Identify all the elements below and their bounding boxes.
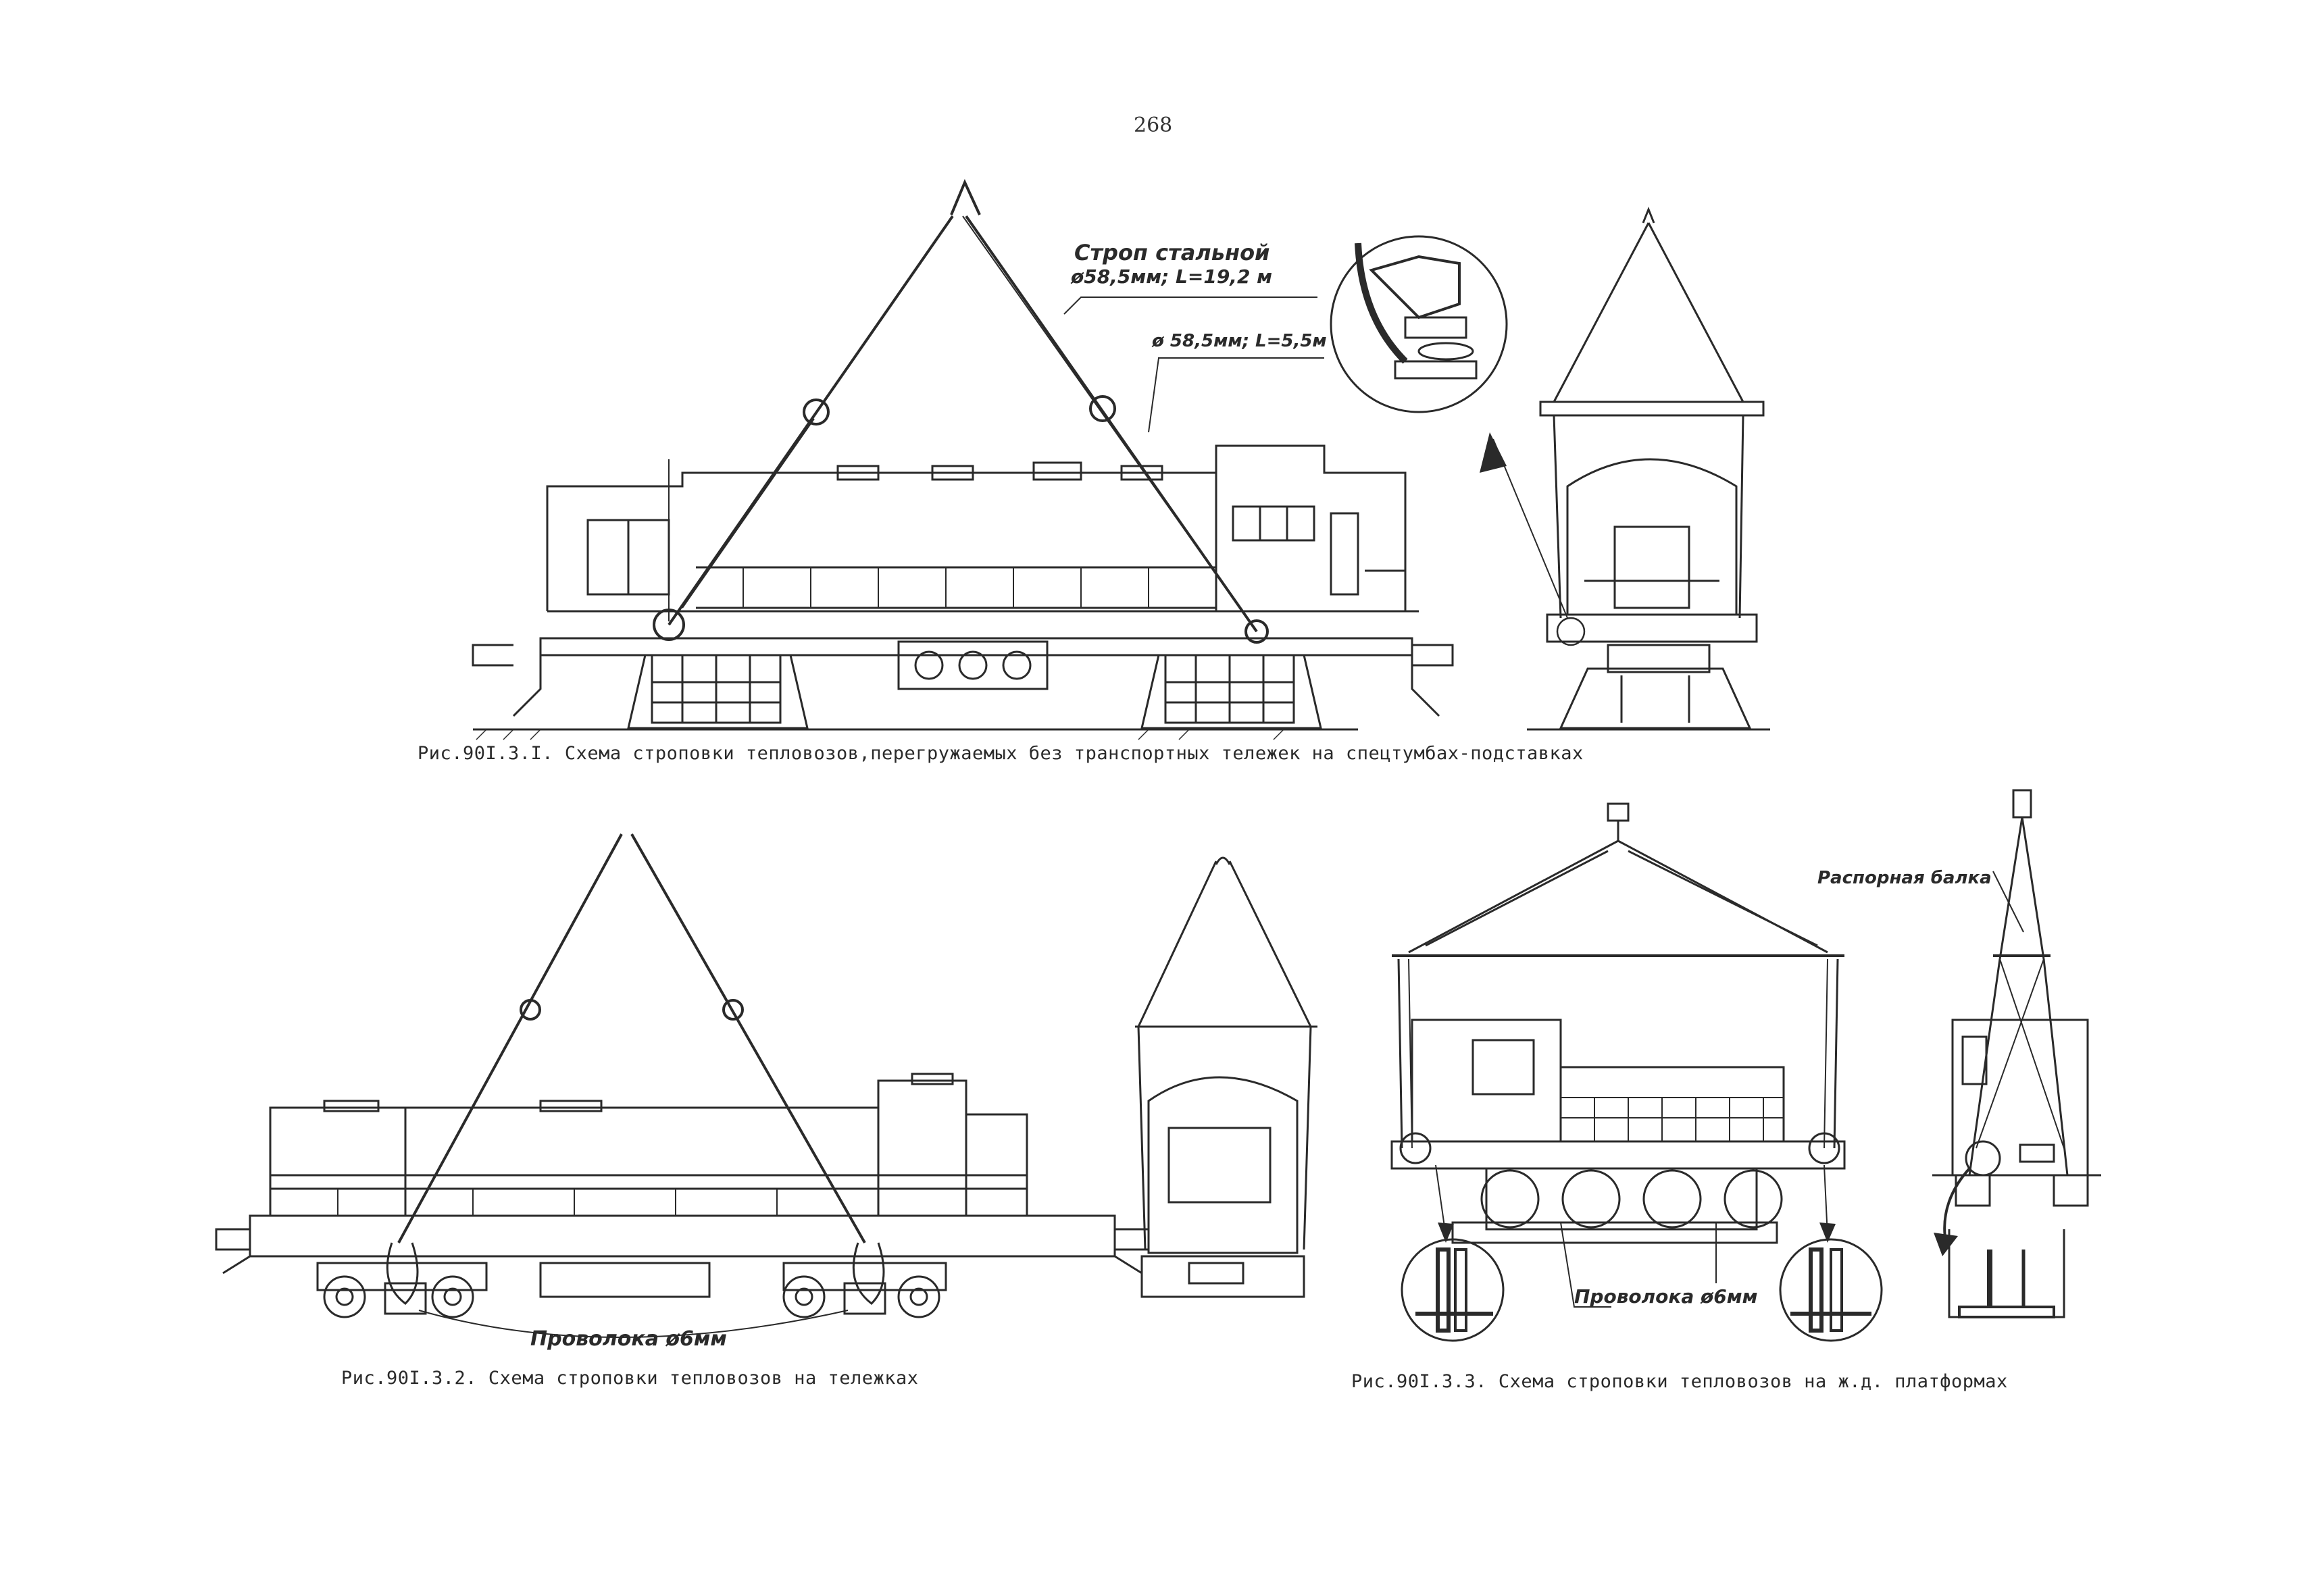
fig2-caption: Рис.90I.3.2. Схема строповки тепловозов … xyxy=(341,1368,919,1389)
fig1-end-slings[interactable] xyxy=(1554,209,1743,618)
fig3-end-detail xyxy=(1949,1229,2064,1317)
page-number: 268 xyxy=(1134,113,1173,137)
fig2-side-view xyxy=(216,834,1149,1337)
fig3-wire-callout: Проволока ø6мм xyxy=(1574,1285,1758,1308)
fig1-sling-callout-line2: ø58,5мм; L=19,2 м xyxy=(1071,265,1273,288)
fig1-short-sling-callout: ø 58,5мм; L=5,5м xyxy=(1152,331,1327,351)
fig1-caption: Рис.90I.3.I. Схема строповки тепловозов,… xyxy=(418,743,1584,764)
fig3-spreader-slings[interactable] xyxy=(1392,804,1844,1148)
fig1-pedestal-right xyxy=(1142,655,1321,728)
fig3-side-view xyxy=(1392,804,1882,1341)
fig2-wire-callout: Проволока ø6мм xyxy=(530,1327,727,1351)
fig3-detail-left xyxy=(1402,1239,1503,1341)
fig1-detail-circle xyxy=(1331,236,1507,412)
fig2-bogie-left xyxy=(318,1263,486,1317)
fig3-caption: Рис.90I.3.3. Схема строповки тепловозов … xyxy=(1351,1371,2008,1392)
fig1-pedestal-left xyxy=(628,655,807,728)
fig3-detail-right xyxy=(1780,1239,1882,1341)
fig3-end-view xyxy=(1932,790,2101,1317)
fig1-slings[interactable] xyxy=(654,182,1267,642)
fig3-spreader-callout: Распорная балка xyxy=(1817,868,1992,888)
fig2-slings[interactable] xyxy=(387,834,884,1304)
fig1-locomotive-body xyxy=(473,446,1453,716)
fig2-bogie-right xyxy=(784,1263,946,1317)
fig1-end-view xyxy=(1331,209,1770,729)
fig3-end-slings[interactable] xyxy=(1969,790,2067,1175)
fig1-sling-callout-line1: Строп стальной xyxy=(1074,240,1270,265)
fig2-end-slings[interactable] xyxy=(1138,858,1311,1250)
fig2-end-view xyxy=(1135,858,1317,1297)
fig1-side-view xyxy=(473,182,1453,740)
